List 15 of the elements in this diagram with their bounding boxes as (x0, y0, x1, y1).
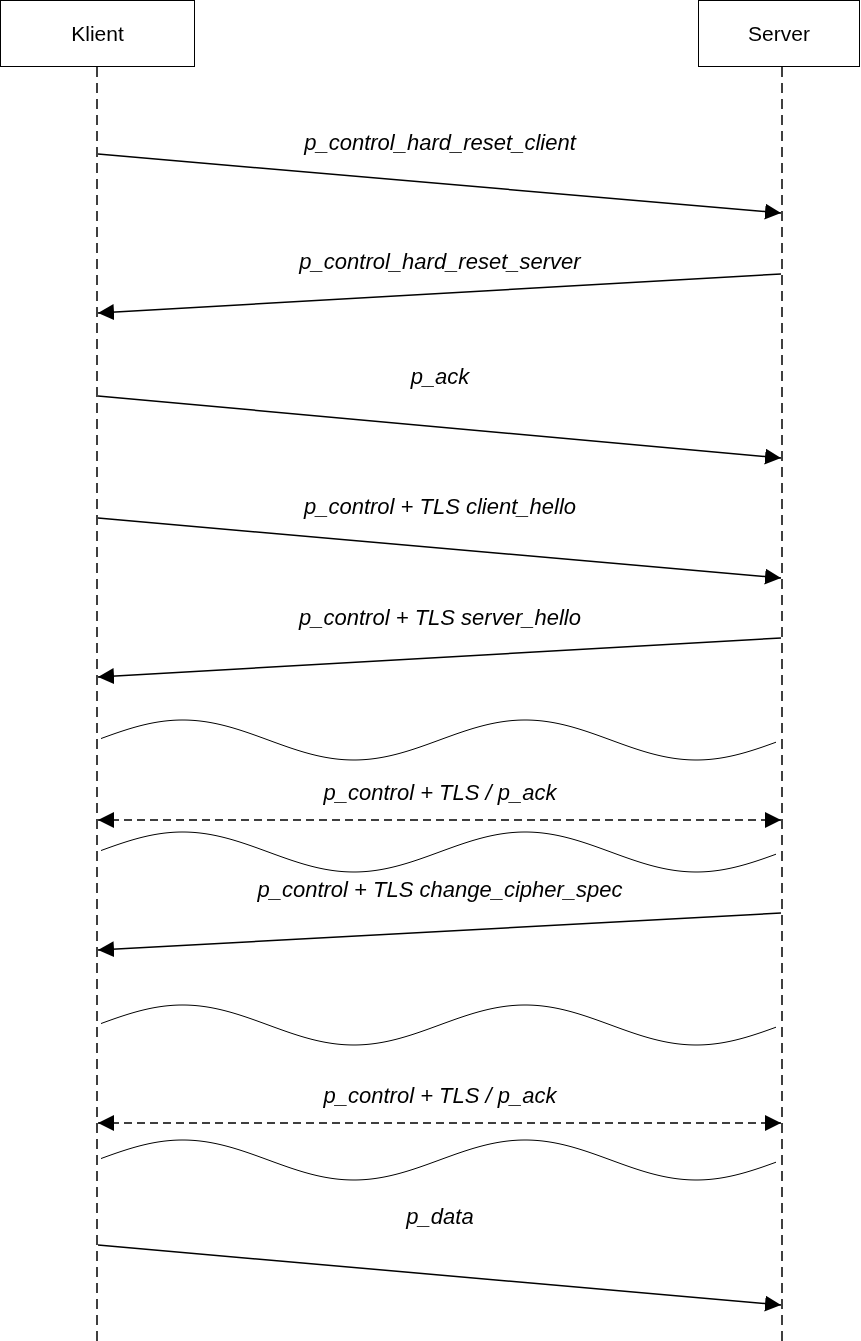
arrow (97, 637, 782, 685)
arrow (97, 153, 782, 220)
participant-box (698, 0, 860, 67)
participant-box (0, 0, 195, 67)
arrow (97, 395, 782, 465)
lifeline (96, 67, 98, 1341)
arrow (97, 517, 782, 585)
participant-name: Klient (71, 21, 124, 46)
arrow (97, 1115, 782, 1131)
arrow (97, 273, 782, 321)
arrow (97, 812, 782, 828)
arrow (97, 912, 782, 958)
lifeline (781, 67, 783, 1341)
arrow (97, 1244, 782, 1312)
participant-name: Server (748, 21, 810, 46)
